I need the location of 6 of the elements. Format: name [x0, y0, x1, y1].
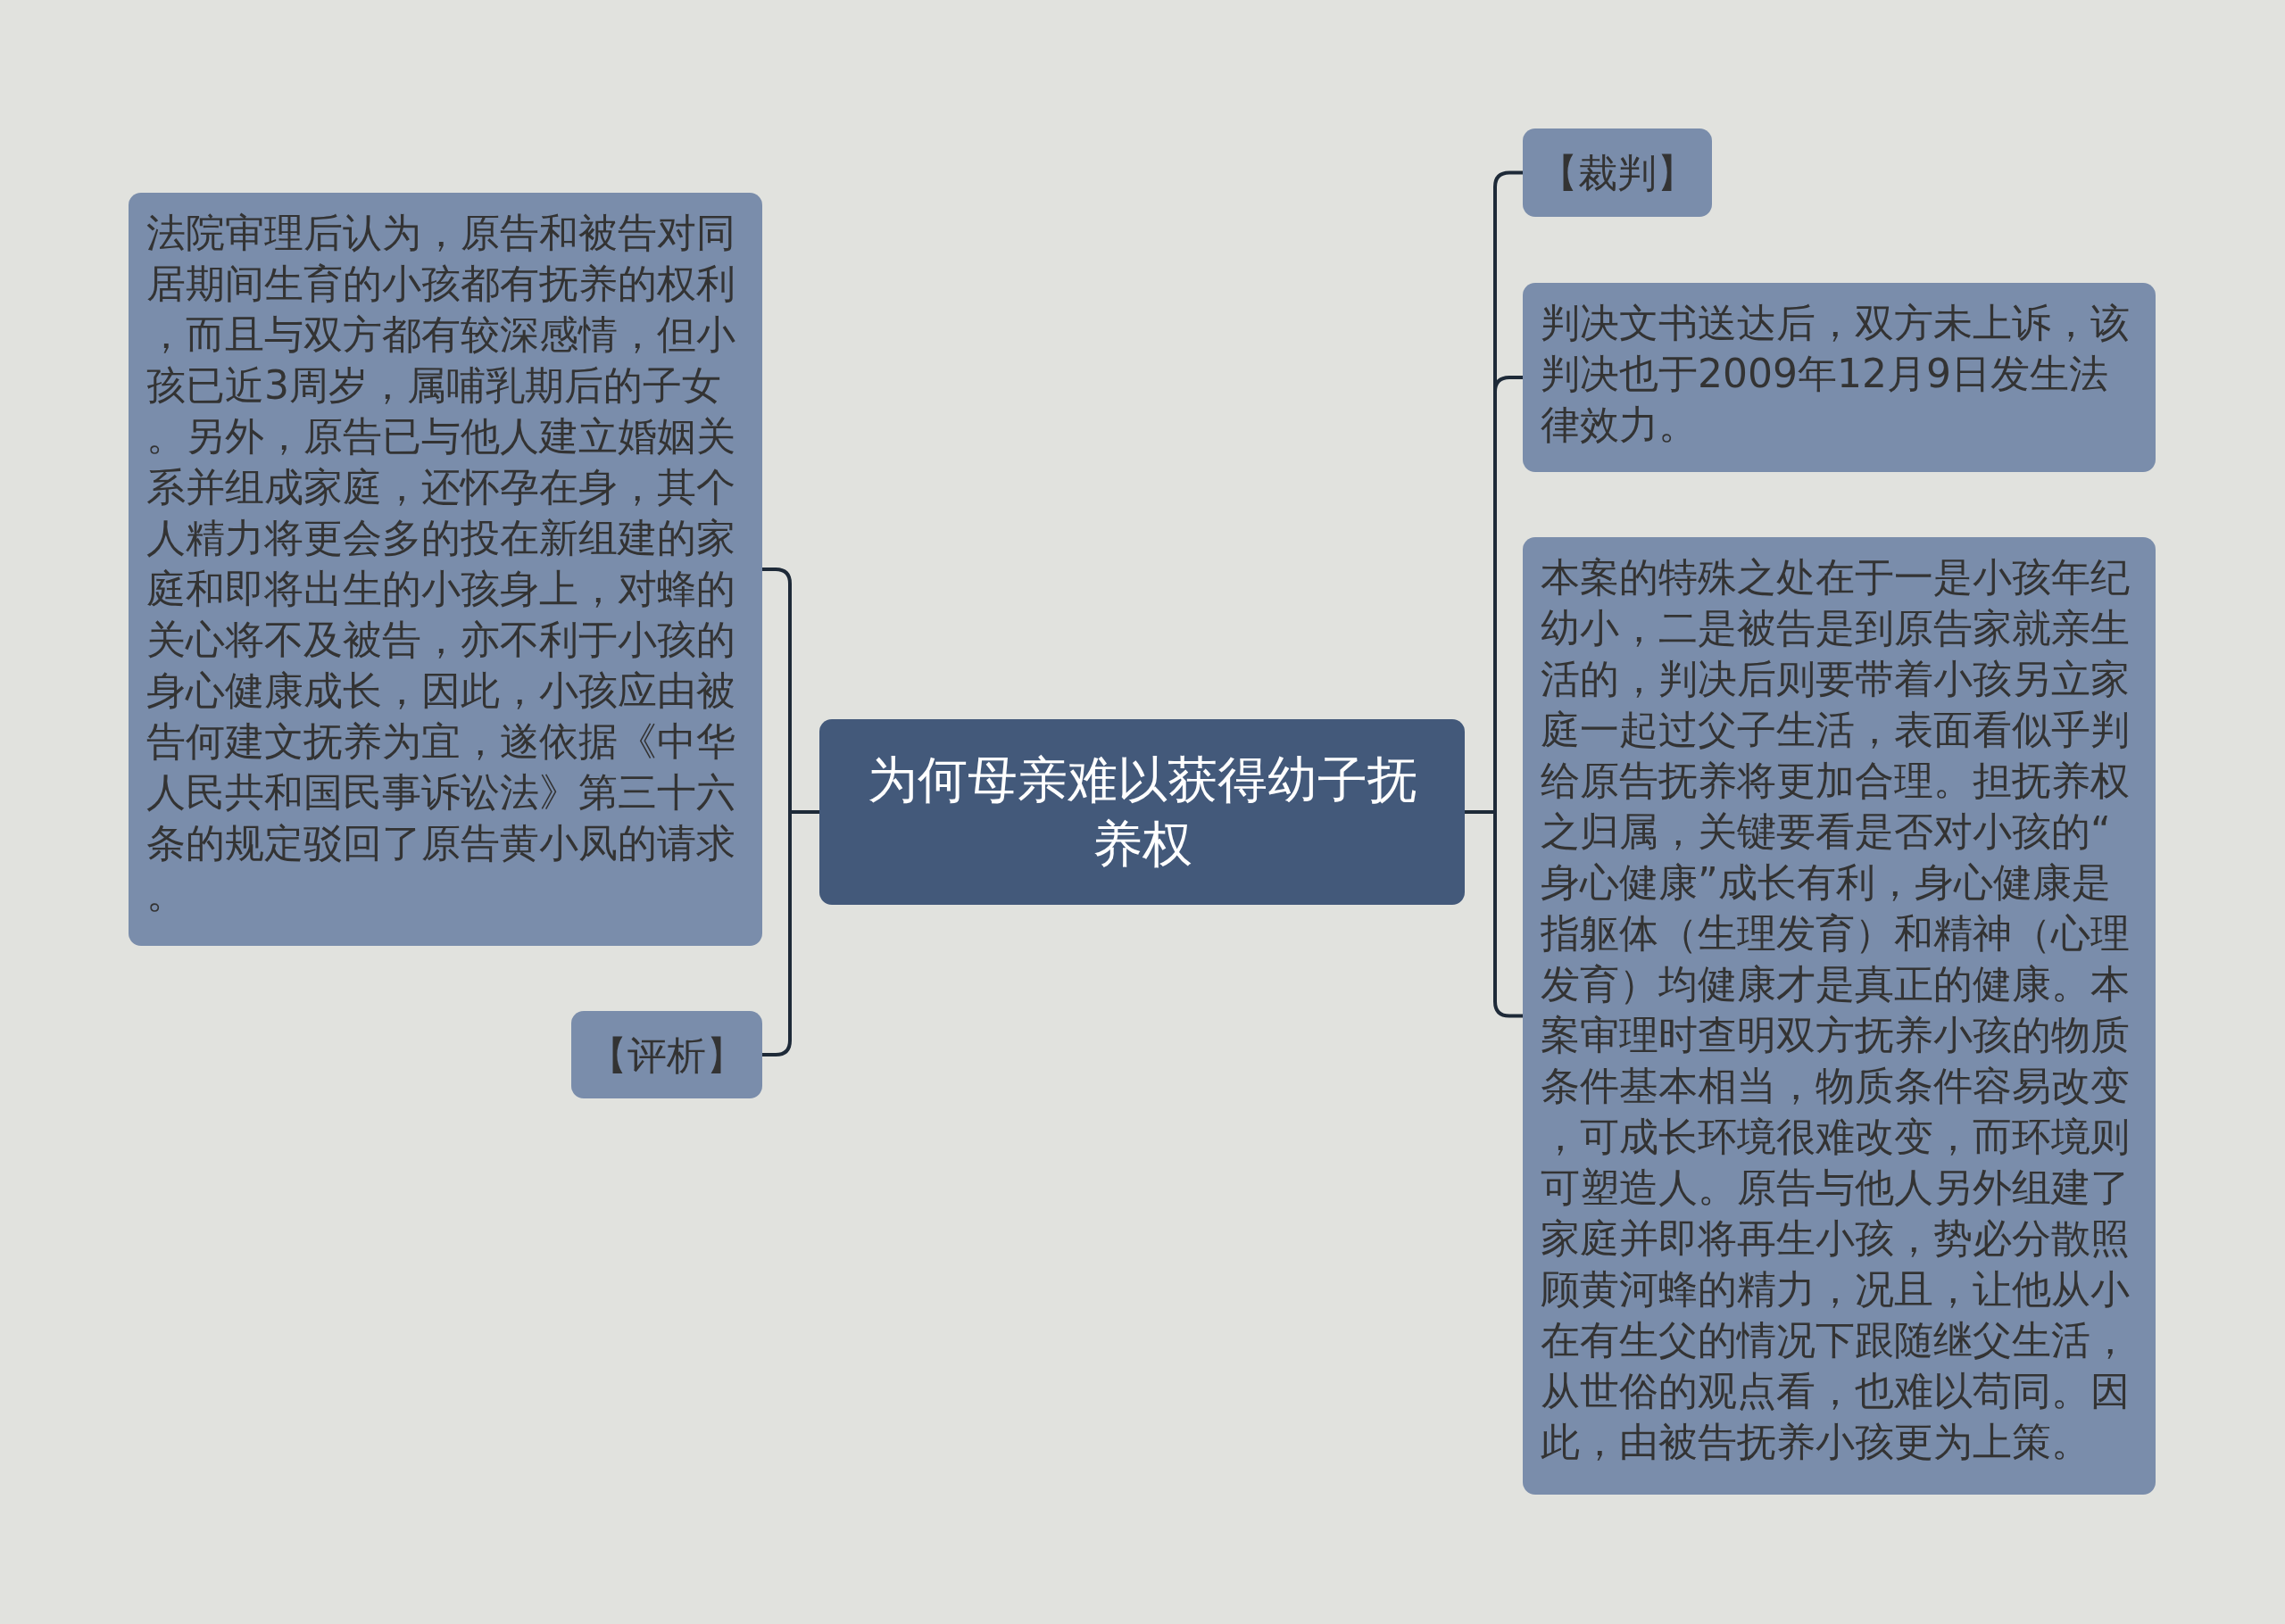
text-box: 本案的特殊之处在于一是小孩年纪幼小，二是被告是到原告家就亲生活的，判决后则要带着小孩另立家庭一起过父子生活，表面看似乎判给原告抚养将更加合理。担抚养权之归属，关键要看是否对小孩的“身心健康”成长有利，身心健康是指躯体（生理发育）和精神（心理发育）均健康才是真正的健康。本案审理时查明双方抚养小孩的物质条件基本相当，物质条件容易改变，可成长环境很难改变，而环境则可塑造人。原告与他人另外组建了家庭并即将再生小孩，势必分散照顾黄河蜂的精力，况且，让他从小在有生父的情况下跟随继父生活，从世俗的观点看，也难以苟同。因此，由被告抚养小孩更为上策。 [1523, 537, 2156, 1495]
text-box: 法院审理后认为，原告和被告对同居期间生育的小孩都有抚养的权利，而且与双方都有较深感情，但小孩已近3周岁，属哺乳期后的子女。另外，原告已与他人建立婚姻关系并组成家庭，还怀孕在身，其个人精力将更会多的投在新组建的家庭和即将出生的小孩身上，对蜂的关心将不及被告，亦不利于小孩的身心健康成长，因此，小孩应由被告何建文抚养为宜，遂依据《中华人民共和国民事诉讼法》第三十六条的规定驳回了原告黄小凤的请求。 [129, 193, 762, 946]
heading-box: 【裁判】 [1523, 128, 1712, 217]
topic-box: 为何母亲难以获得幼子抚养权 [819, 719, 1465, 905]
heading-box: 【评析】 [571, 1011, 762, 1098]
text-box: 判决文书送达后，双方未上诉，该判决也于2009年12月9日发生法律效力。 [1523, 283, 2156, 472]
